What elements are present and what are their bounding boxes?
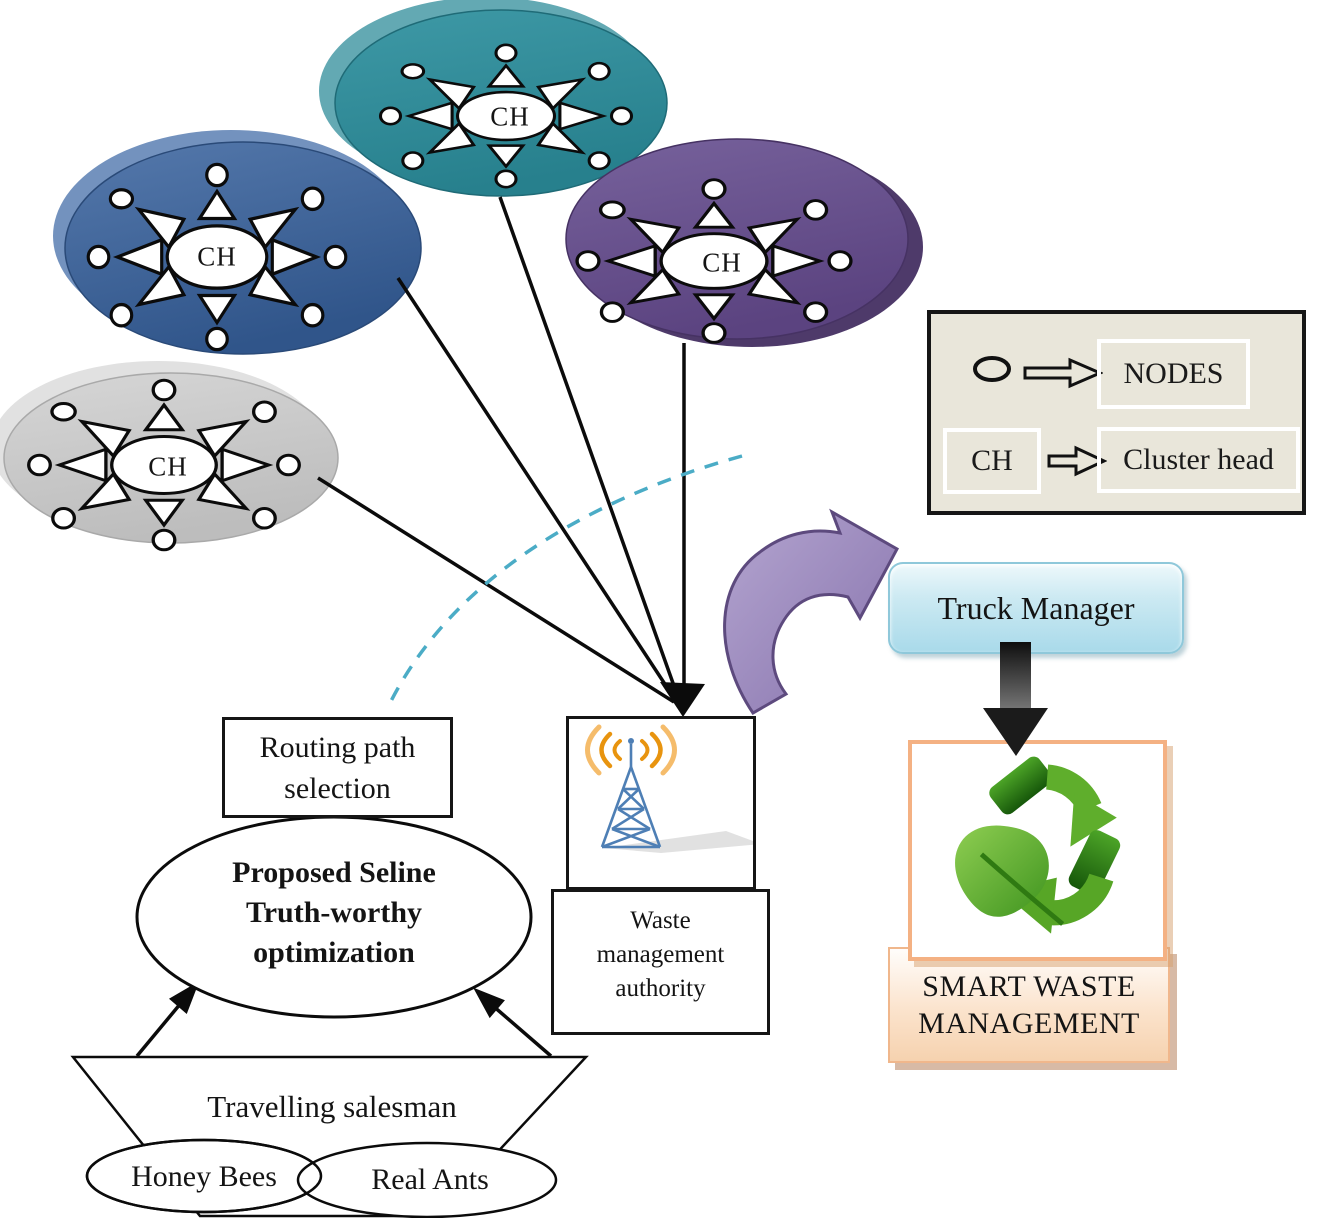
line-gray-cluster: [317, 476, 675, 704]
legend-ch-symbol: CH: [971, 444, 1013, 477]
truck-manager-box: Truck Manager: [888, 562, 1184, 654]
curved-arrow-icon: [723, 508, 900, 715]
recycle-leaf-stem: [979, 852, 1065, 926]
convergence-arrowhead: [660, 682, 705, 717]
waste-authority-line2: management: [596, 941, 725, 968]
legend-arrow-icon: [1023, 357, 1103, 389]
smart-waste-line1: SMART WASTE: [922, 970, 1136, 1003]
recycle-arrowhead-right: [1070, 792, 1117, 847]
antenna-signal-waves: [585, 724, 677, 776]
arrow-head: [983, 708, 1048, 756]
waste-authority-label-box: Waste management authority: [551, 889, 770, 1035]
arrow-left-head: [168, 980, 200, 1014]
legend-cluster-head-label: Cluster head: [1123, 443, 1274, 476]
routing-path-selection-box: Routing path selection: [222, 717, 453, 818]
legend-box: NODES CH Cluster head: [927, 310, 1306, 515]
cluster-teal-ch-label: CH: [490, 101, 530, 132]
arrow-right-shaft: [490, 1003, 553, 1058]
proposed-line1: Proposed Seline: [232, 856, 436, 889]
waste-authority-line3: authority: [615, 975, 706, 1002]
recycle-arrow-bottom: [1045, 873, 1114, 926]
cluster-purple: [565, 138, 923, 347]
proposed-optimization-label: Proposed Seline Truth-worthy optimizatio…: [232, 853, 436, 973]
recycle-segment-right: [1068, 830, 1121, 895]
cluster-blue: [53, 130, 422, 355]
smart-waste-line2: MANAGEMENT: [918, 1007, 1140, 1040]
real-ants-label: Real Ants: [371, 1163, 489, 1196]
line-blue-cluster: [396, 277, 678, 702]
cluster-to-authority-lines: [317, 196, 686, 704]
routing-line1: Routing path: [259, 730, 416, 764]
recycling-leaf-icon: [955, 756, 1121, 934]
radio-tower-icon: [585, 724, 761, 853]
cluster-gray-ch-label: CH: [148, 451, 188, 482]
proposed-line3: optimization: [253, 936, 415, 969]
legend-cluster-head-box: Cluster head: [1097, 427, 1300, 493]
honey-bees-label: Honey Bees: [131, 1160, 277, 1193]
routing-line2: selection: [284, 771, 391, 805]
waste-authority-antenna-box: [566, 716, 761, 890]
recycle-segment-topleft: [989, 756, 1053, 815]
antenna-tip: [628, 738, 634, 744]
cluster-gray: [0, 361, 339, 552]
real-ants-ellipse: [296, 1141, 558, 1218]
arrow-left-shaft: [135, 1001, 183, 1058]
arrow-right-head: [473, 987, 505, 1019]
legend-nodes-box: NODES: [1097, 339, 1250, 409]
waste-authority-line1: Waste: [630, 907, 691, 934]
truck-to-smart-arrow: [983, 642, 1048, 756]
honey-bees-ellipse-outline: [85, 1138, 323, 1214]
node-symbol-icon: [973, 356, 1011, 382]
smart-waste-image-box: [908, 740, 1167, 961]
arrow-shaft: [1000, 642, 1031, 712]
cluster-teal: [319, 0, 668, 197]
travelling-salesman-label: Travelling salesman: [207, 1089, 457, 1124]
legend-nodes-label: NODES: [1123, 357, 1224, 390]
cluster-purple-ch-label: CH: [702, 247, 742, 278]
legend-arrow-icon: [1047, 445, 1107, 477]
proposed-line2: Truth-worthy: [245, 896, 423, 929]
cluster-blue-ch-label: CH: [197, 241, 237, 272]
legend-ch-box: CH: [943, 428, 1041, 494]
truck-manager-label: Truck Manager: [937, 589, 1135, 626]
salesman-to-proposed-arrows: [135, 980, 553, 1058]
antenna-tower: [600, 744, 662, 849]
line-teal-cluster: [498, 196, 681, 701]
dashed-routing-arc: [388, 454, 743, 704]
